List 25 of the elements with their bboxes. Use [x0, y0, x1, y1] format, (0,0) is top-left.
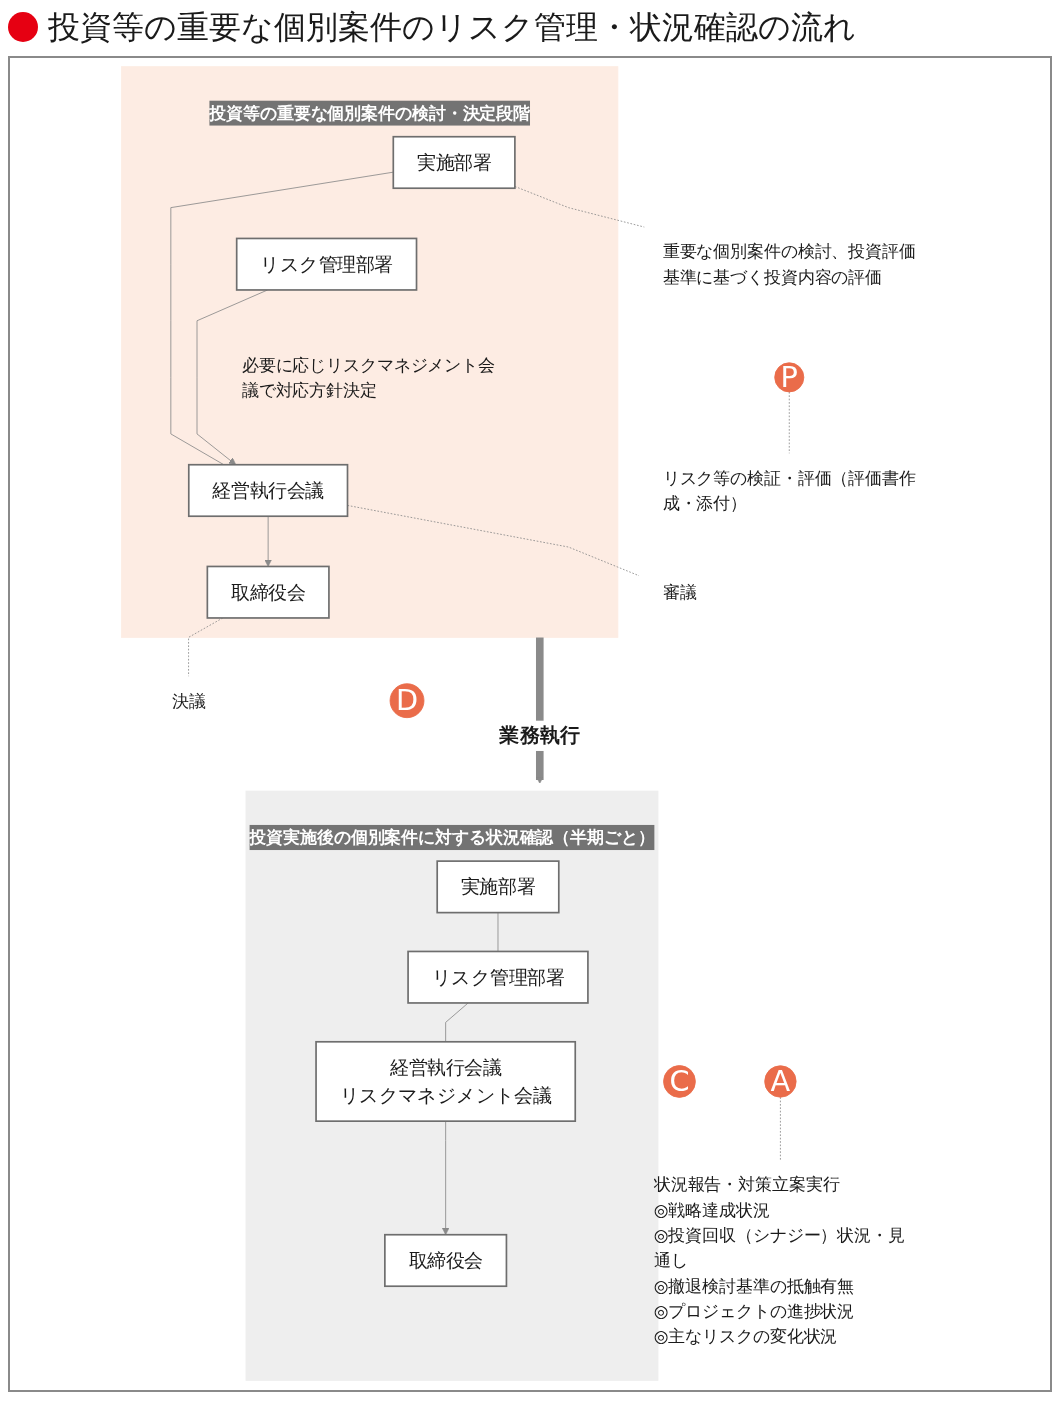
node-text: 重要な個別案件の検討、投資評価基準に基づく投資内容の評価: [662, 241, 916, 288]
connector: [444, 1002, 469, 1043]
connector: [497, 912, 498, 953]
node-label: 必要に応じリスクマネジメント会議で対応方針決定: [241, 354, 495, 401]
node-box: [391, 136, 516, 190]
node-box: [435, 860, 560, 914]
cluster: [120, 66, 618, 639]
node-text: 状況報告・対策立案実行 ◎戦略達成状況 ◎投資回収（シナジー）状況・見通し ◎撤退検討基準の抵触有無 ◎プロジェクトの進捗状況 ◎主なリスクの変化状況: [653, 1174, 905, 1347]
node-box: [314, 1041, 576, 1123]
connector: [187, 617, 223, 678]
node-box: [235, 238, 417, 292]
connector: [513, 186, 645, 228]
node-text: 審議: [662, 582, 696, 603]
connector: [779, 1097, 781, 1161]
node-circle: [662, 1065, 696, 1099]
node-text: リスク等の検証・評価（評価書作成・添付）: [662, 468, 916, 514]
node-box: [383, 1234, 507, 1288]
node-text: 決議: [171, 690, 205, 712]
node-circle: [389, 683, 424, 719]
node-circle: [763, 1065, 797, 1098]
node-box: [187, 464, 348, 518]
node-box: [406, 951, 589, 1005]
diagram-title: 投資等の重要な個別案件のリスク管理・状況確認の流れ: [48, 8, 856, 47]
node-box: [206, 566, 330, 620]
edge-label: 業務執行: [498, 724, 580, 748]
